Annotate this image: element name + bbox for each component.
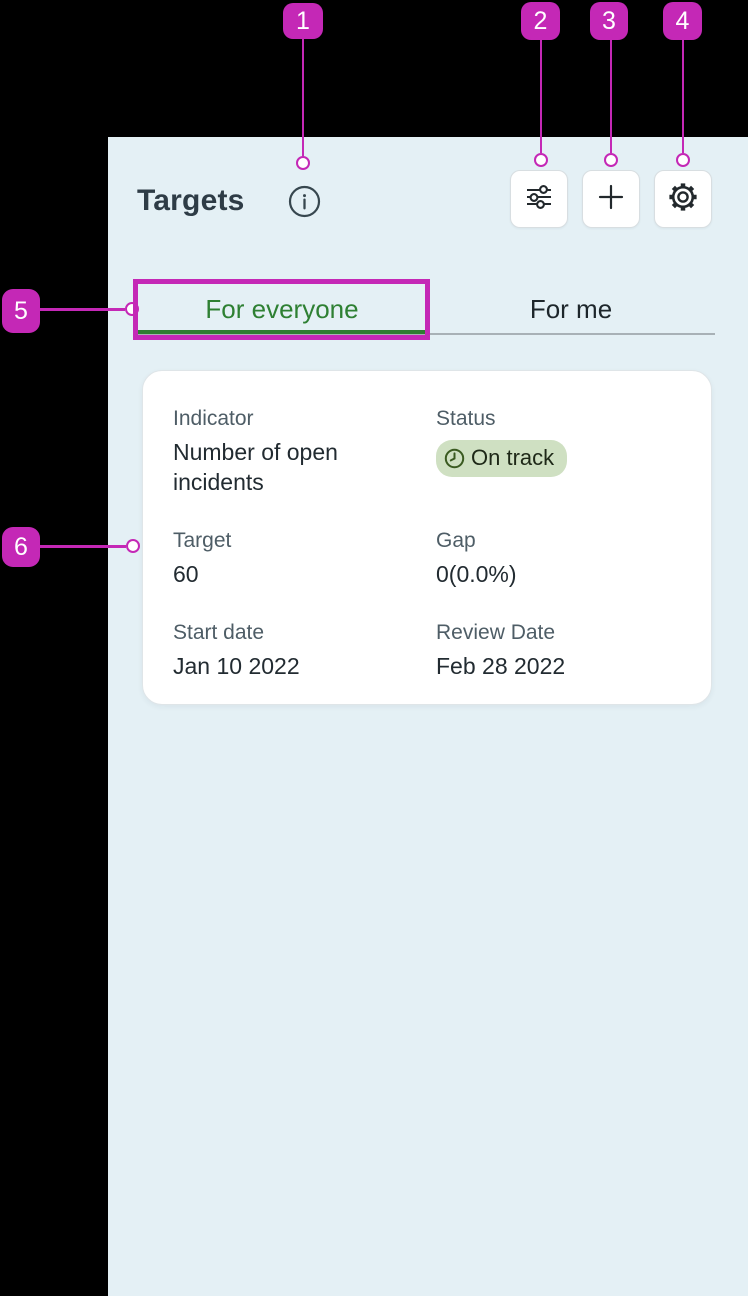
field-label: Start date [173,621,265,644]
annotation-endpoint-2 [534,153,548,167]
field-target: Target 60 [173,527,231,589]
field-label: Target [173,529,232,552]
annotation-endpoint-4 [676,153,690,167]
annotation-badge-4: 4 [663,2,702,40]
field-value: 60 [173,561,199,587]
annotation-badge-1: 1 [283,3,323,39]
field-value: Number of open incidents [173,439,338,495]
annotation-endpoint-3 [604,153,618,167]
status-text: On track [471,445,555,470]
field-start-date: Start date Jan 10 2022 [173,619,300,681]
filter-button[interactable] [510,170,568,228]
info-icon[interactable] [288,185,321,218]
annotation-endpoint-6 [126,539,140,553]
annotation-line-5 [40,308,125,311]
annotation-badge-2: 2 [521,2,560,40]
tab-for-everyone[interactable]: For everyone [137,292,427,326]
annotation-line-2 [539,40,542,153]
field-label: Review Date [436,621,556,644]
field-label: Indicator [173,407,254,430]
field-value: Jan 10 2022 [173,653,300,679]
field-status: Status On track [436,405,568,477]
add-button[interactable] [582,170,640,228]
clock-icon [444,448,465,469]
settings-button[interactable] [654,170,712,228]
field-indicator: Indicator Number of open incidents [173,405,398,497]
field-label: Status [436,407,496,430]
status-badge: On track [436,440,568,477]
page-title: Targets [137,184,245,217]
tab-label: For me [529,293,613,324]
annotation-highlight-box-tab [133,279,430,340]
field-review-date: Review Date Feb 28 2022 [436,619,565,681]
target-card[interactable]: Indicator Number of open incidents Statu… [142,370,712,705]
settings-adjust-sliders-icon [523,181,555,218]
gear-icon [665,179,701,220]
field-value: Feb 28 2022 [436,653,566,679]
tab-for-me[interactable]: For me [427,292,715,326]
annotation-line-1 [301,39,304,157]
annotation-line-3 [609,40,612,153]
tab-label: For everyone [205,293,359,324]
annotation-endpoint-1 [296,156,310,170]
field-value: 0(0.0%) [436,561,517,587]
annotation-line-4 [681,40,684,153]
field-gap: Gap 0(0.0%) [436,527,517,589]
annotation-line-6 [40,545,126,548]
field-label: Gap [436,529,476,552]
annotation-badge-5: 5 [2,289,40,333]
annotation-badge-3: 3 [590,2,628,40]
plus-icon [595,181,627,218]
active-tab-underline [137,330,427,334]
annotation-badge-6: 6 [2,527,40,567]
